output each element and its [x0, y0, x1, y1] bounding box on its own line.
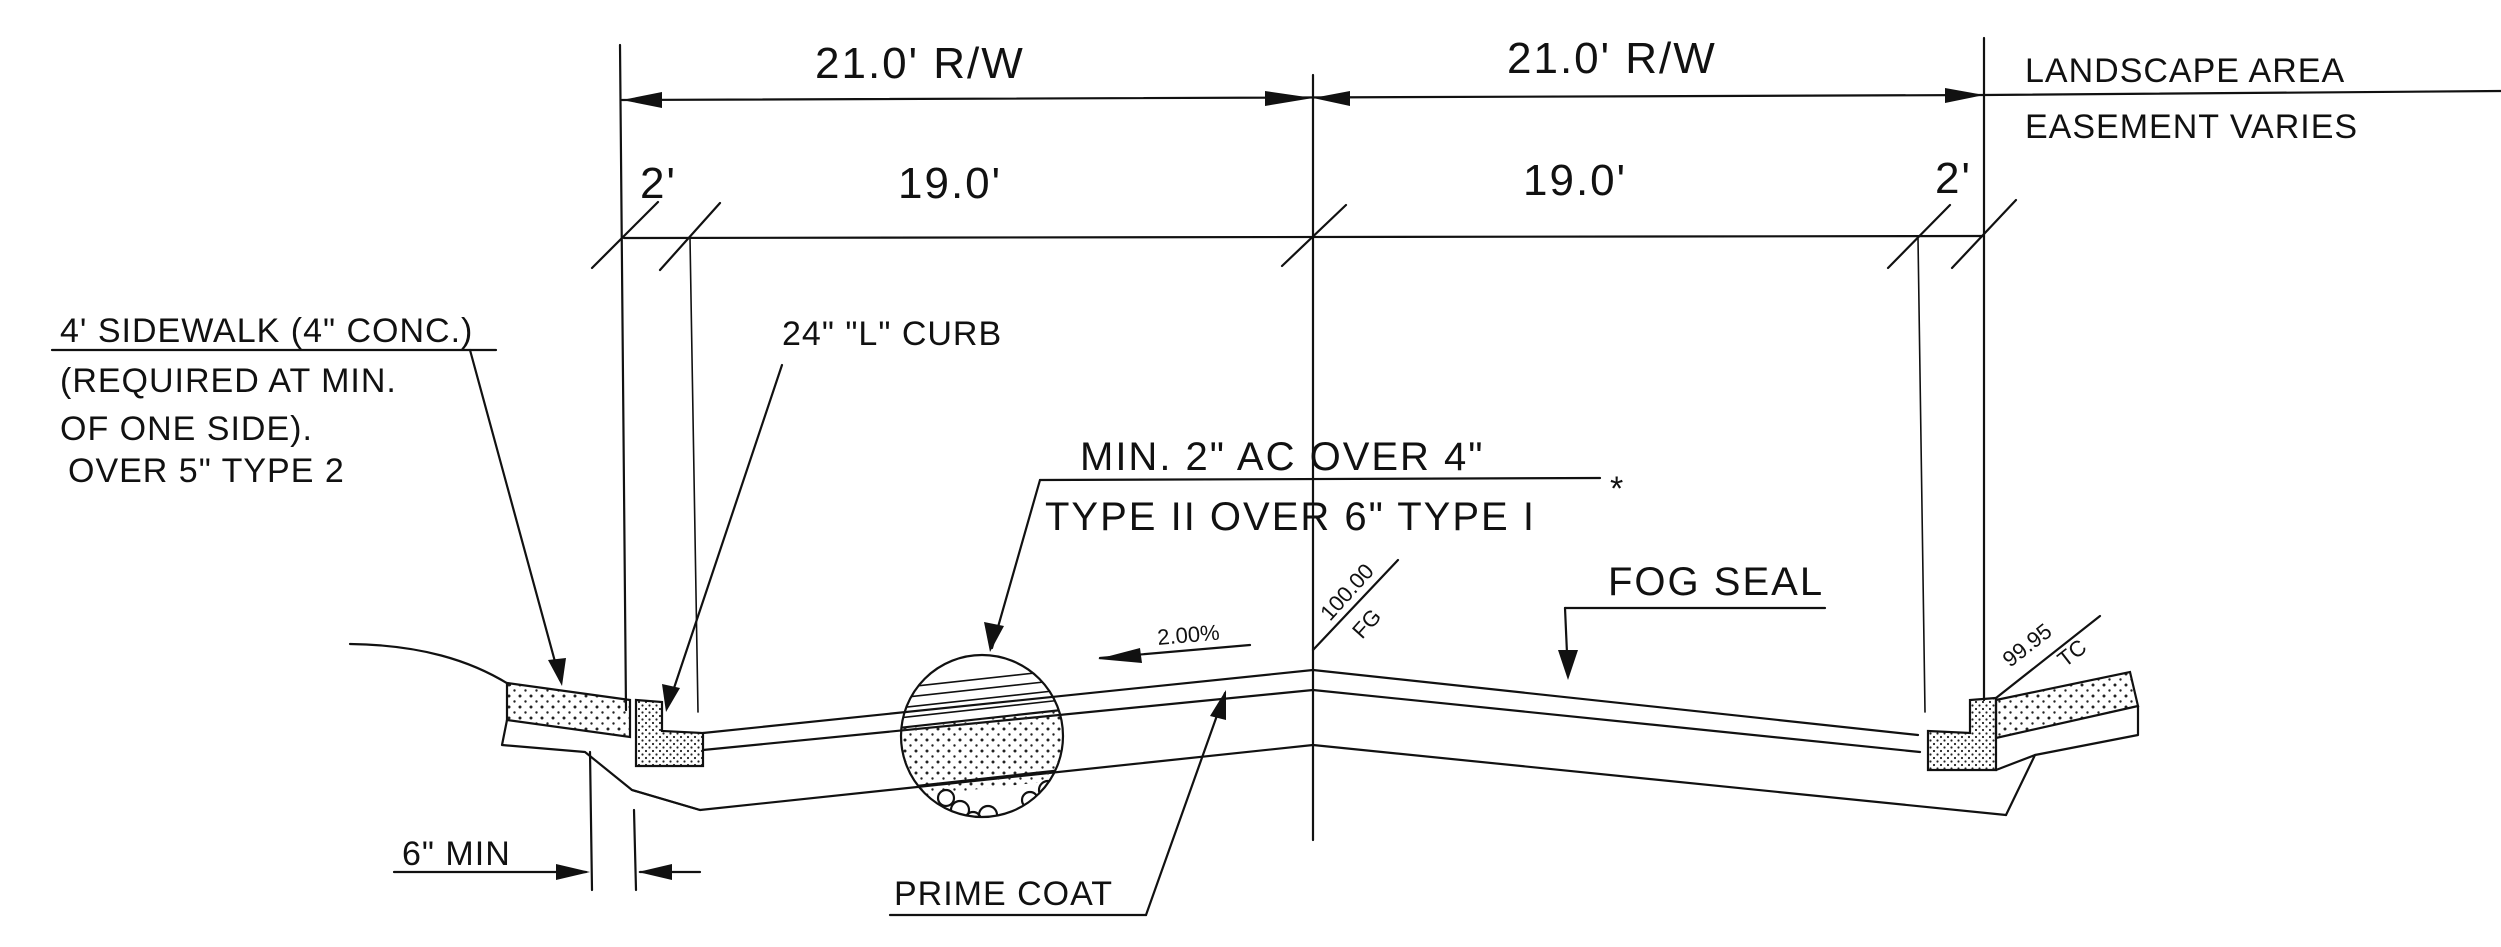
gutter-right-label: 2' [1935, 154, 1972, 203]
slope-label: 2.00% [1156, 620, 1220, 650]
lane-left-label: 19.0' [898, 159, 1002, 208]
rw-left-label: 21.0' R/W [815, 39, 1025, 88]
min-depth-label: 6" MIN [402, 835, 511, 873]
fog-seal-label: FOG SEAL [1608, 560, 1824, 604]
pavement-note-mark: * [1610, 470, 1624, 508]
sidewalk-note-line4: OVER 5" TYPE 2 [68, 452, 345, 490]
landscape-line1: LANDSCAPE AREA [2025, 52, 2345, 90]
crown-elev-code: FG [1347, 604, 1386, 643]
left-sidewalk [505, 681, 632, 739]
curb-elev-code: TC [2053, 634, 2092, 672]
prime-coat-label: PRIME COAT [894, 875, 1113, 913]
pavement-note-line2: TYPE II OVER 6" TYPE I [1045, 495, 1536, 539]
sidewalk-note-line3: OF ONE SIDE). [60, 410, 313, 448]
pavement-detail-circle [899, 653, 1065, 819]
sidewalk-note-line1: 4' SIDEWALK (4" CONC.) [60, 312, 473, 350]
landscape-line2: EASEMENT VARIES [2025, 108, 2358, 146]
lane-right-label: 19.0' [1523, 156, 1627, 205]
right-curb [1926, 696, 1998, 772]
curb-elev-value: 99.95 [1998, 618, 2057, 672]
curb-note: 24" "L" CURB [782, 315, 1002, 353]
rw-right-label: 21.0' R/W [1507, 34, 1717, 83]
pavement-note-line1: MIN. 2" AC OVER 4" [1080, 435, 1485, 479]
dimension-lines [590, 36, 2501, 842]
gutter-left-label: 2' [640, 159, 677, 208]
sidewalk-note-line2: (REQUIRED AT MIN. [60, 362, 397, 400]
road-section [348, 642, 2140, 892]
leader-lines [50, 348, 2102, 917]
labels: 21.0' R/W 21.0' R/W 2' 19.0' 19.0' 2' LA… [60, 34, 2358, 913]
left-curb [634, 698, 705, 768]
